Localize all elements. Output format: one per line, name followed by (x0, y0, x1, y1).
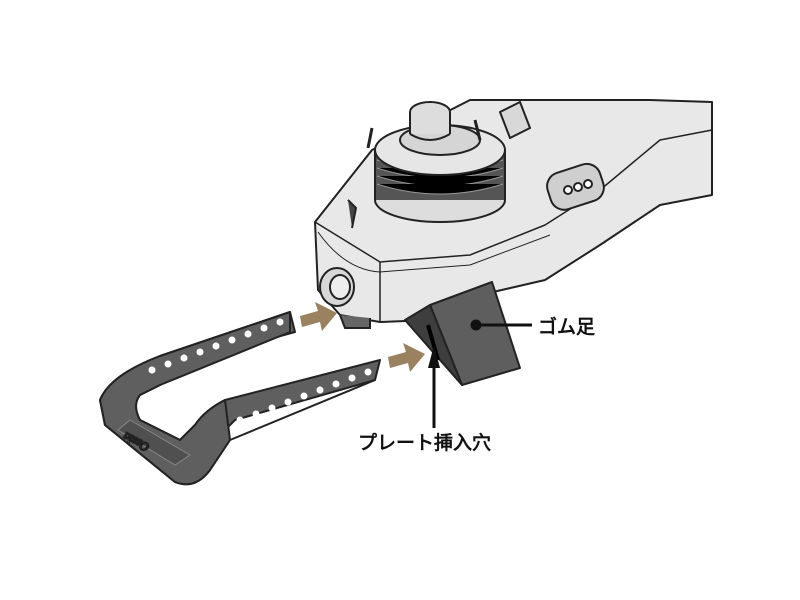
arrow-right-icon (300, 302, 337, 331)
rubber-foot (404, 281, 521, 386)
spool (366, 101, 506, 223)
leader-lines (428, 319, 532, 428)
insert-arrows (300, 302, 425, 372)
rubber-foot-label: ゴム足 (538, 316, 596, 338)
arrow-right-icon (388, 343, 425, 372)
plate-insert-hole-label: プレート挿入穴 (358, 432, 492, 454)
arrow-up-icon (428, 345, 440, 368)
reel-body (314, 99, 713, 323)
knob (319, 199, 371, 329)
plate: Ossia (99, 311, 381, 486)
